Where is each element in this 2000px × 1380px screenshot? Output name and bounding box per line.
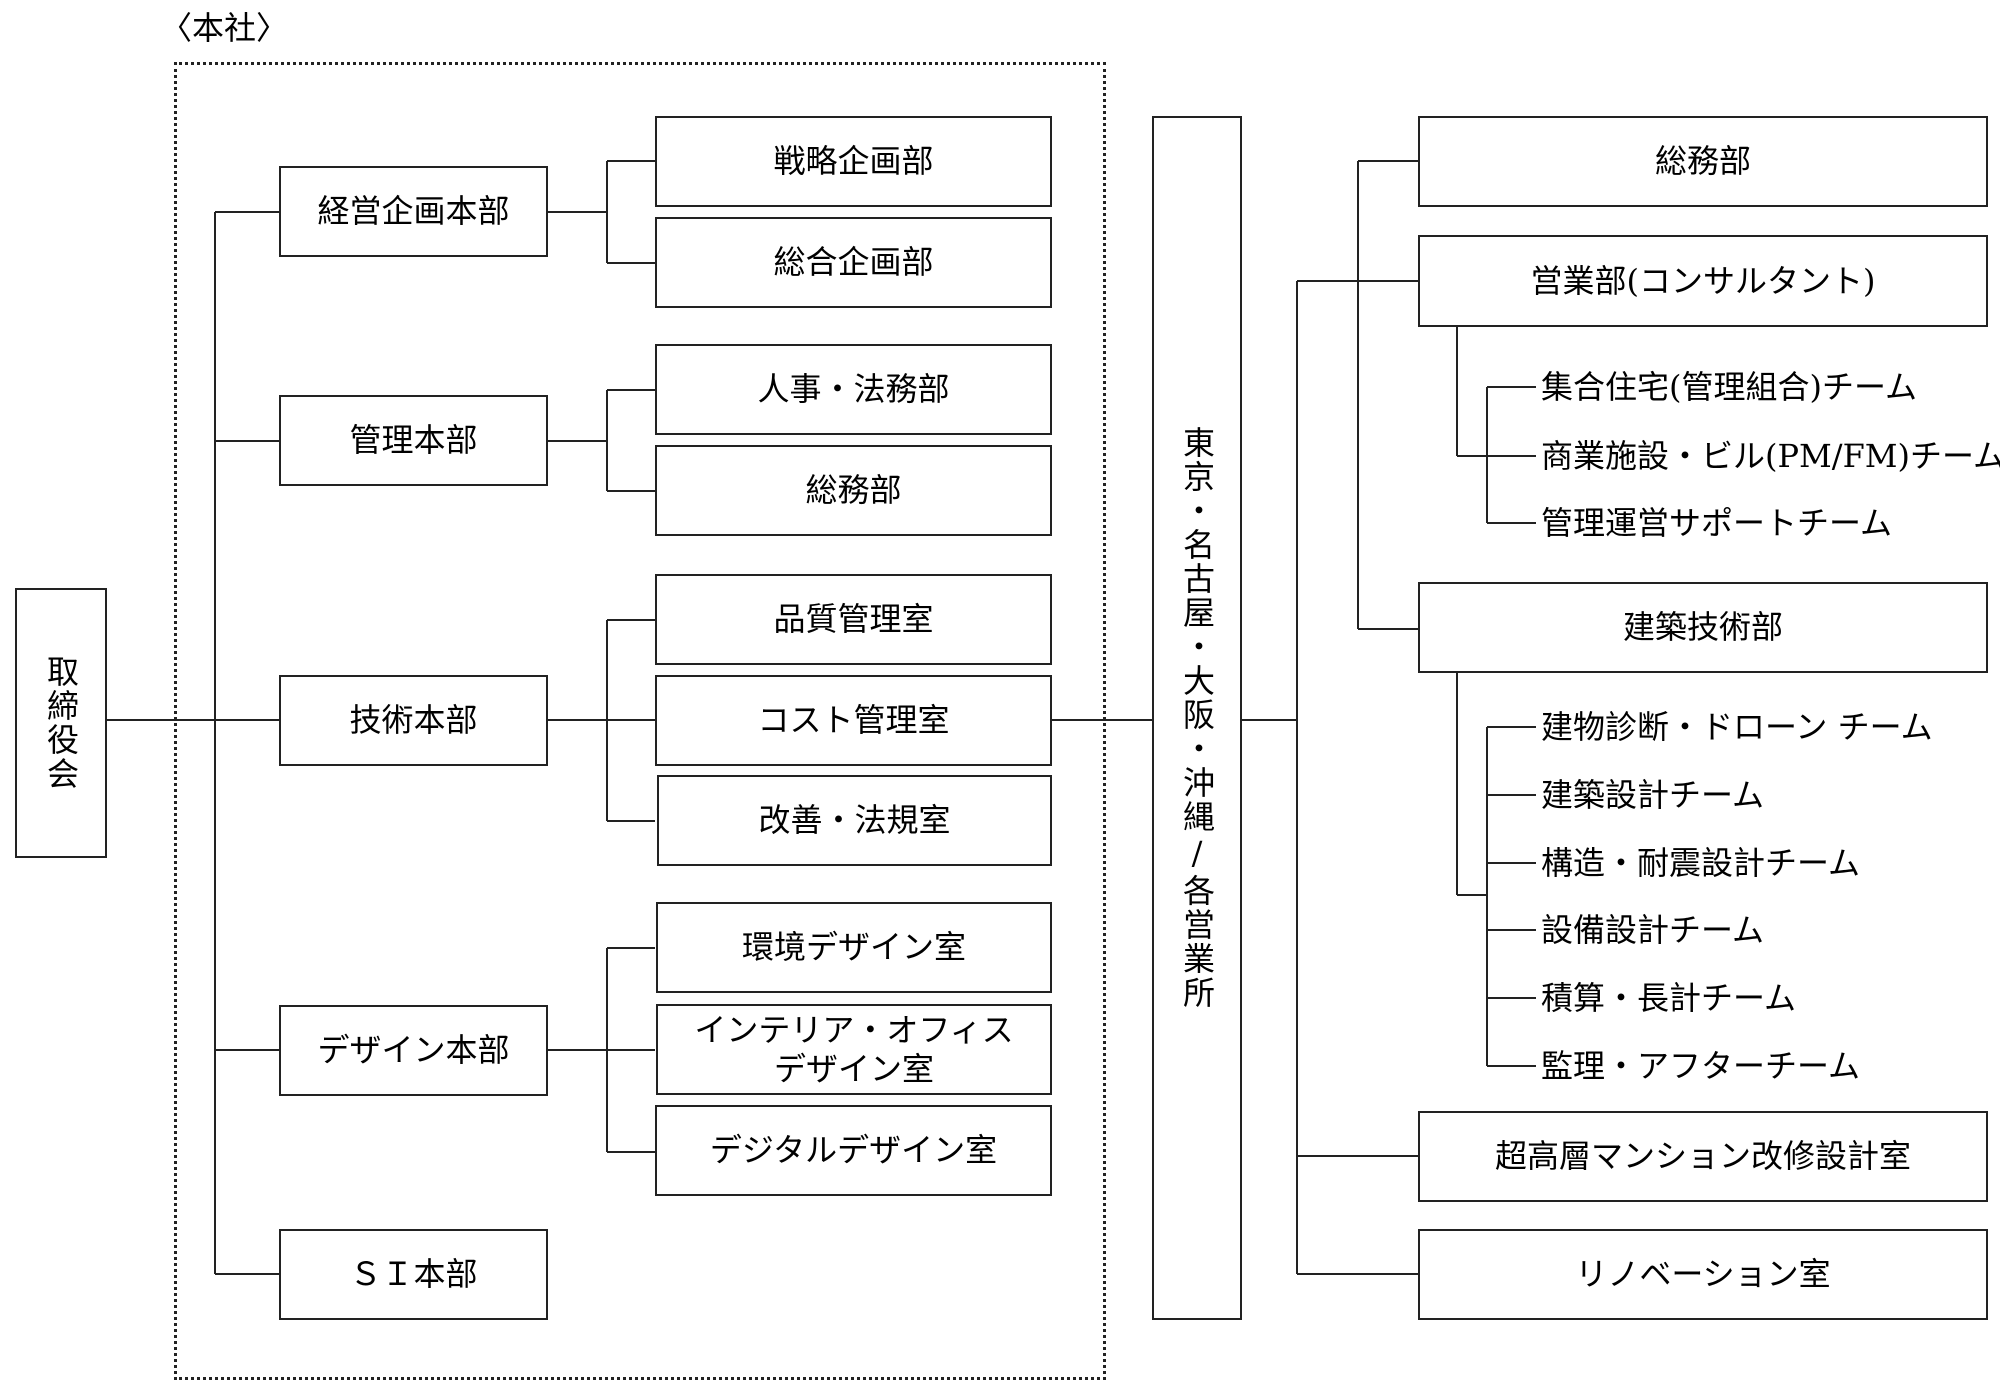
team-commercial-building: 商業施設・ビル(PM/FM)チーム: [1541, 437, 2000, 475]
dept-renovation: リノベーション室: [1418, 1229, 1988, 1320]
board-label: 取締役会: [42, 655, 80, 791]
team-housing-complex: 集合住宅(管理組合)チーム: [1541, 368, 1918, 406]
team-structural-design: 構造・耐震設計チーム: [1541, 844, 1861, 882]
team-operation-support: 管理運営サポートチーム: [1541, 504, 1893, 542]
dept-hr-legal: 人事・法務部: [655, 344, 1052, 435]
dept-sales: 営業部(コンサルタント): [1418, 235, 1988, 327]
team-equipment-design: 設備設計チーム: [1541, 911, 1765, 949]
dept-general-affairs-branch: 総務部: [1418, 116, 1988, 207]
team-building-diagnosis: 建物診断・ドローン チーム: [1541, 708, 1933, 746]
branch-label: 東京・名古屋・大阪・沖縄/各営業所: [1178, 426, 1216, 1010]
dept-strategy-planning: 戦略企画部: [655, 116, 1052, 207]
hq-label: 〈本社〉: [160, 9, 289, 47]
dept-cost-control: コスト管理室: [655, 675, 1052, 766]
dept-general-planning: 総合企画部: [655, 217, 1052, 308]
division-engineering: 技術本部: [279, 675, 548, 766]
division-administration: 管理本部: [279, 395, 548, 486]
branch-box: 東京・名古屋・大阪・沖縄/各営業所: [1152, 116, 1242, 1320]
dept-digital-design: デジタルデザイン室: [655, 1105, 1052, 1196]
dept-environmental-design: 環境デザイン室: [656, 902, 1052, 993]
dept-architecture: 建築技術部: [1418, 582, 1988, 673]
team-architectural-design: 建築設計チーム: [1541, 776, 1765, 814]
division-design: デザイン本部: [279, 1005, 548, 1096]
team-estimation: 積算・長計チーム: [1541, 979, 1797, 1017]
dept-highrise-renovation: 超高層マンション改修設計室: [1418, 1111, 1988, 1202]
division-si: ＳＩ本部: [279, 1229, 548, 1320]
team-supervision: 監理・アフターチーム: [1541, 1047, 1861, 1085]
board-box: 取締役会: [15, 588, 107, 858]
division-management-planning: 経営企画本部: [279, 166, 548, 257]
dept-general-affairs-hq: 総務部: [655, 445, 1052, 536]
dept-improvement-regulations: 改善・法規室: [657, 775, 1052, 866]
dept-quality-control: 品質管理室: [655, 574, 1052, 665]
dept-interior-office-design: インテリア・オフィス デザイン室: [656, 1004, 1052, 1095]
